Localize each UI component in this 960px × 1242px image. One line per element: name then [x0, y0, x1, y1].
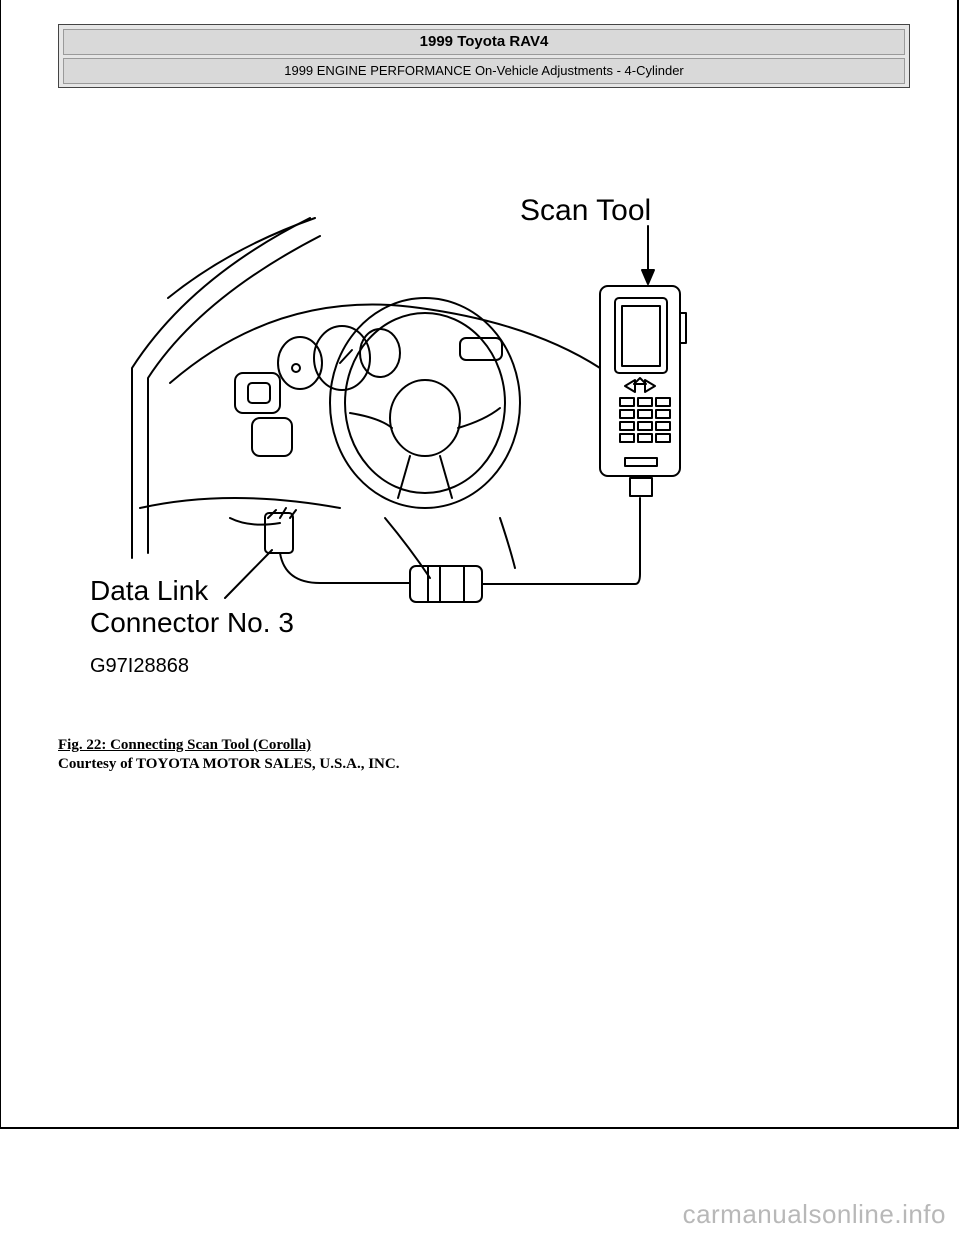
label-data-link: Data Link: [90, 575, 209, 606]
figure-courtesy: Courtesy of TOYOTA MOTOR SALES, U.S.A., …: [58, 756, 400, 772]
header-subtitle: 1999 ENGINE PERFORMANCE On-Vehicle Adjus…: [63, 58, 905, 84]
page-frame: [0, 0, 959, 1129]
header-title: 1999 Toyota RAV4: [63, 29, 905, 55]
figure-caption: Fig. 22: Connecting Scan Tool (Corolla) …: [58, 736, 399, 774]
graphic-id: G97I28868: [90, 655, 189, 677]
figure-illustration: Scan Tool Data Link Connector No. 3 G97I…: [80, 188, 700, 688]
label-connector-no3: Connector No. 3: [90, 607, 294, 638]
page-header: 1999 Toyota RAV4 1999 ENGINE PERFORMANCE…: [58, 24, 910, 88]
figure-title: Fig. 22: Connecting Scan Tool (Corolla): [58, 737, 312, 753]
label-scan-tool: Scan Tool: [520, 194, 651, 227]
dashboard-scan-tool-drawing: Scan Tool Data Link Connector No. 3 G97I…: [90, 194, 687, 677]
watermark: carmanualsonline.info: [682, 1199, 946, 1229]
